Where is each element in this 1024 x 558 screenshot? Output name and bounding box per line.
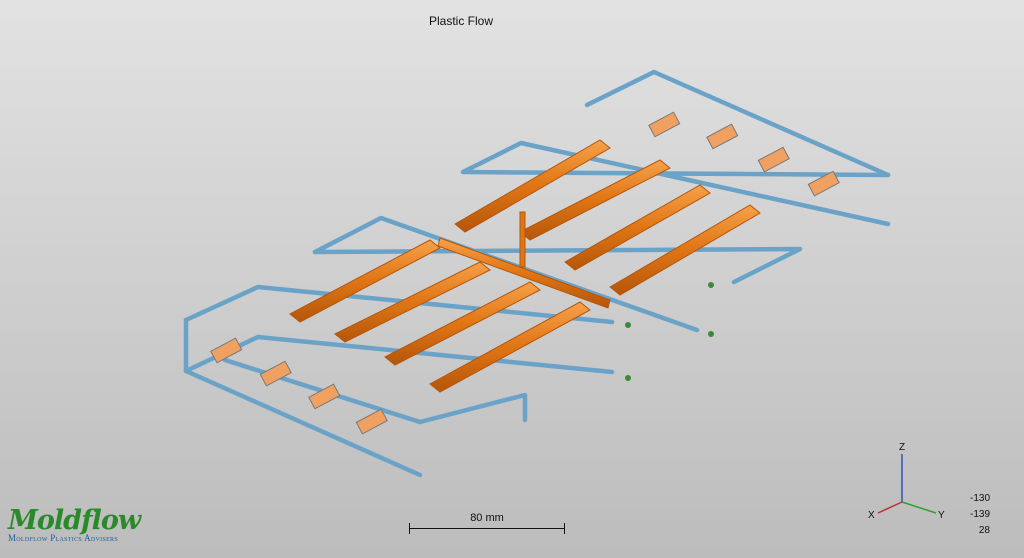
flow-arrows <box>625 282 714 381</box>
part <box>259 360 292 387</box>
runner-bar <box>519 159 671 241</box>
runner-bar <box>564 184 711 271</box>
cooling-loop <box>183 368 528 478</box>
main-runner <box>437 237 611 309</box>
axis-triad: Z X Y <box>860 440 960 530</box>
sprue <box>519 211 526 268</box>
plot-title: Plastic Flow <box>428 14 493 28</box>
part <box>308 383 341 410</box>
runner-bar <box>334 261 491 343</box>
part <box>355 408 388 435</box>
part <box>648 111 681 138</box>
logo-wordmark: Moldflow <box>8 505 141 536</box>
moldflow-logo: Moldflow Moldflow Plastics Advisers <box>8 505 141 543</box>
rotation-value: -139 <box>969 509 990 520</box>
rotation-value: -130 <box>969 493 990 504</box>
part <box>757 146 790 173</box>
cooling-loop <box>460 140 891 227</box>
logo-tagline: Moldflow Plastics Advisers <box>8 533 118 543</box>
molded-parts <box>210 111 840 435</box>
runner-bar <box>384 281 541 366</box>
part <box>706 123 739 150</box>
view-rotation-readout: -130 -139 28 <box>950 491 990 539</box>
cooling-loop <box>584 69 891 178</box>
z-axis-label: Z <box>899 442 906 453</box>
scale-bar: 80 mm <box>409 512 565 534</box>
runner-bar <box>609 204 761 296</box>
runner-bar <box>429 301 591 393</box>
runner-bar <box>289 239 441 323</box>
runner-system <box>289 139 761 393</box>
part <box>807 170 840 197</box>
scale-label: 80 mm <box>470 512 504 524</box>
runner-bar <box>454 139 611 233</box>
x-axis-label: X <box>868 510 875 521</box>
part <box>210 337 243 364</box>
y-axis-label: Y <box>938 510 945 521</box>
rotation-value: 28 <box>978 525 990 536</box>
